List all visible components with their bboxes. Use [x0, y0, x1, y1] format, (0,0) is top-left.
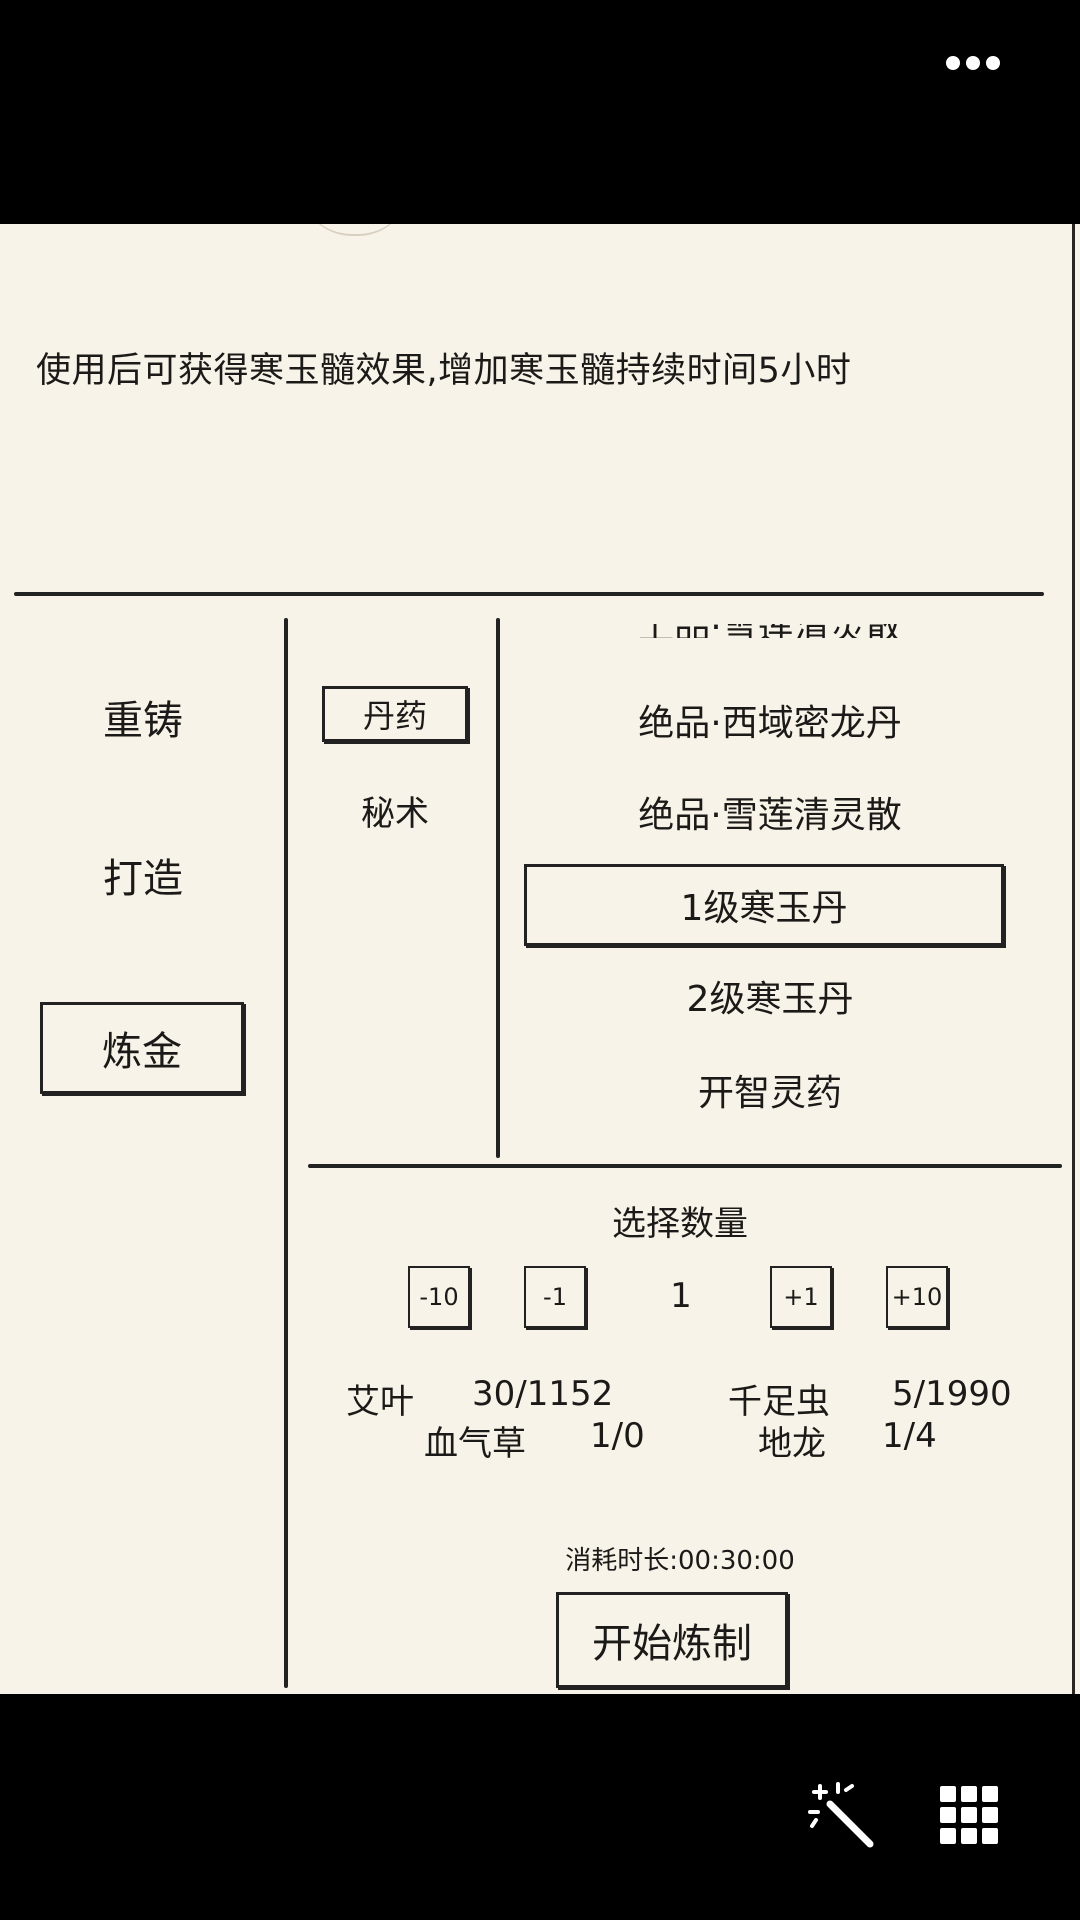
top-bar: [0, 0, 1080, 224]
start-crafting-label: 开始炼制: [592, 1621, 752, 1667]
material-amount: 5/1990: [892, 1374, 1012, 1414]
material-name: 地龙: [758, 1424, 826, 1464]
recipe-item[interactable]: 2级寒玉丹: [686, 979, 854, 1020]
quantity-value: 1: [670, 1276, 692, 1316]
material-amount: 1/4: [882, 1416, 937, 1456]
minus-1-button[interactable]: -1: [524, 1266, 586, 1328]
category-pills[interactable]: 丹药: [322, 686, 468, 742]
game-screen: 使用后可获得寒玉髓效果,增加寒玉髓持续时间5小时 重铸 打造 炼金 丹药 秘术 …: [0, 224, 1080, 1694]
divider-bottom: [308, 1164, 1062, 1168]
divider-middle: [496, 618, 500, 1158]
time-cost: 消耗时长:00:30:00: [565, 1546, 795, 1576]
quantity-title: 选择数量: [612, 1204, 748, 1244]
divider-left: [284, 618, 288, 1688]
magic-wand-icon[interactable]: [806, 1780, 876, 1850]
tab-recast[interactable]: 重铸: [103, 698, 183, 744]
grid-icon[interactable]: [940, 1786, 998, 1844]
recipe-item-selected-label: 1级寒玉丹: [680, 888, 848, 929]
plus-10-button[interactable]: +10: [886, 1266, 948, 1328]
recipe-item[interactable]: 绝品·西域密龙丹: [638, 703, 902, 744]
material-name: 血气草: [424, 1424, 526, 1464]
category-secret-art[interactable]: 秘术: [361, 794, 429, 834]
recipe-item[interactable]: 开智灵药: [697, 1073, 842, 1114]
tab-alchemy-label: 炼金: [102, 1029, 182, 1075]
material-amount: 1/0: [590, 1416, 645, 1456]
recipe-partial-top: 上品·雪莲清灵散: [520, 624, 1020, 638]
right-border: [1072, 224, 1075, 1694]
recipe-item[interactable]: 绝品·雪莲清灵散: [638, 795, 902, 836]
category-pills-label: 丹药: [362, 697, 427, 735]
tab-forge[interactable]: 打造: [103, 856, 183, 902]
plus-1-button[interactable]: +1: [770, 1266, 832, 1328]
decorative-arc: [300, 224, 410, 236]
recipe-item-selected[interactable]: 1级寒玉丹: [524, 864, 1004, 946]
start-crafting-button[interactable]: 开始炼制: [556, 1592, 788, 1688]
material-amount: 30/1152: [472, 1374, 614, 1414]
tab-alchemy[interactable]: 炼金: [40, 1002, 244, 1094]
bottom-bar: [0, 1694, 1080, 1920]
divider-top: [14, 592, 1044, 596]
more-icon[interactable]: [946, 56, 1000, 70]
material-name: 艾叶: [346, 1382, 414, 1422]
item-description: 使用后可获得寒玉髓效果,增加寒玉髓持续时间5小时: [36, 351, 852, 391]
minus-10-button[interactable]: -10: [408, 1266, 470, 1328]
material-name: 千足虫: [728, 1382, 830, 1422]
